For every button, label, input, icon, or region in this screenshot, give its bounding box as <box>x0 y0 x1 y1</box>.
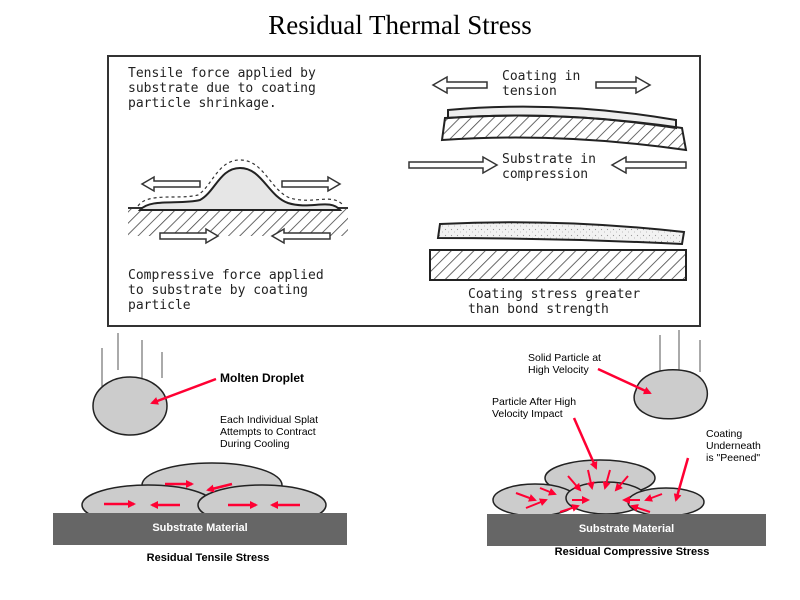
splat-contract-label: Each Individual Splat Attempts to Contra… <box>220 414 319 450</box>
arrow-right-outline <box>281 175 342 193</box>
molten-droplet <box>92 376 168 436</box>
delaminated-coating <box>436 221 686 246</box>
residual-tensile-caption: Residual Tensile Stress <box>146 552 270 564</box>
substrate-material-label-left: Substrate Material <box>152 522 248 534</box>
arrow-compression-left <box>408 155 499 175</box>
coating-tension-text: Coating in tension <box>502 69 581 99</box>
hatched-substrate-left <box>128 208 348 236</box>
arrow-tension-left <box>431 75 488 95</box>
substrate-material-label-right: Substrate Material <box>578 523 675 535</box>
coating-particle-bump <box>137 166 343 211</box>
tensile-force-text: Tensile force applied by substrate due t… <box>128 66 316 111</box>
substrate-material-right <box>487 514 766 546</box>
left-sketch <box>128 159 348 245</box>
page-title: Residual Thermal Stress <box>268 10 532 40</box>
coating-stress-text: Coating stress greater than bond strengt… <box>468 287 641 317</box>
coating-peened-label: Coating Underneath is "Peened" <box>706 428 761 464</box>
flat-substrate <box>429 249 687 281</box>
impact-splat-right <box>627 487 705 517</box>
right-sketch <box>408 75 688 281</box>
substrate-compression-text: Substrate in compression <box>502 152 596 182</box>
top-sketch-panel <box>107 55 701 327</box>
particle-after-impact-label: Particle After High Velocity Impact <box>492 396 577 420</box>
arrow-compression-right <box>610 155 687 175</box>
molten-droplet-label: Molten Droplet <box>220 371 304 385</box>
arrow-left-outline <box>140 175 201 193</box>
residual-compressive-caption: Residual Compressive Stress <box>554 546 710 558</box>
arrow-tension-right <box>595 75 652 95</box>
substrate-material-left <box>53 513 347 545</box>
solid-particle <box>633 369 709 420</box>
tensile-diagram <box>53 333 347 545</box>
solid-particle-label: Solid Particle at High Velocity <box>528 352 601 376</box>
compressive-force-text: Compressive force applied to substrate b… <box>128 268 324 313</box>
compressive-diagram <box>487 330 766 546</box>
curved-substrate <box>440 114 688 152</box>
arrow-substrate-right <box>159 227 220 245</box>
arrow-substrate-left <box>270 227 331 245</box>
